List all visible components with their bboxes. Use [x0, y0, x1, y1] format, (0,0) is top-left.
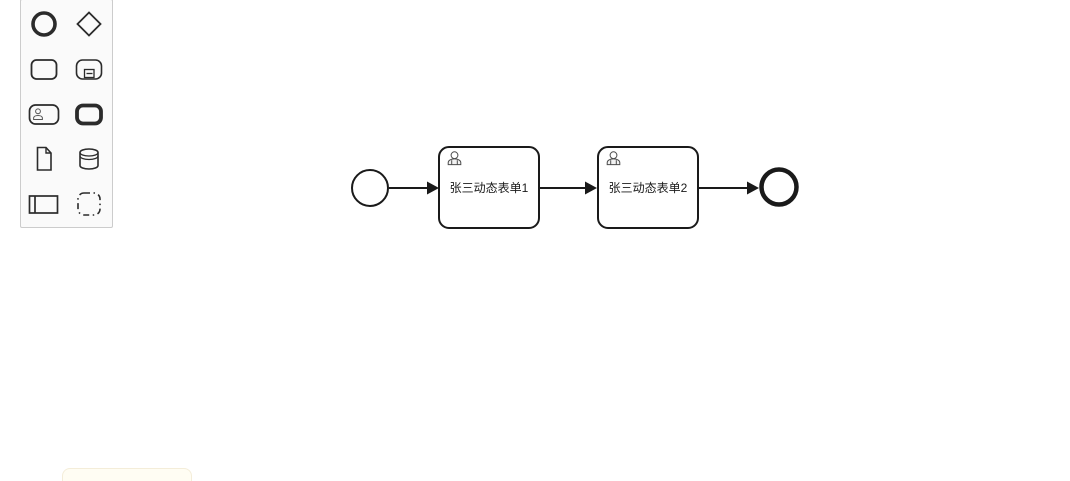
sequence-flow-1[interactable]: [389, 181, 439, 195]
end-event-shape[interactable]: [759, 167, 799, 207]
circle-bold-icon: [30, 10, 57, 37]
arrowhead-icon: [427, 181, 439, 195]
arrowhead-icon: [585, 181, 597, 195]
diamond-icon: [76, 10, 103, 37]
bottom-left-partial-element: [62, 468, 192, 481]
thick-rounded-rect-icon: [75, 103, 104, 125]
palette-create-start-event[interactable]: [23, 3, 65, 45]
user-task-icon: [447, 151, 462, 166]
rounded-rect-icon: [30, 58, 58, 80]
palette-create-user-task[interactable]: [23, 93, 65, 135]
start-event-shape[interactable]: [351, 169, 389, 207]
palette-create-data-object[interactable]: [23, 138, 65, 180]
user-task-1-shape[interactable]: 张三动态表单1: [438, 146, 540, 229]
pool-icon: [28, 194, 59, 214]
palette-create-participant[interactable]: [23, 183, 65, 225]
palette-create-gateway[interactable]: [68, 3, 110, 45]
tool-palette: [20, 0, 113, 228]
palette-create-data-store[interactable]: [68, 138, 110, 180]
user-task-2-shape[interactable]: 张三动态表单2: [597, 146, 699, 229]
sequence-flow-3[interactable]: [698, 181, 759, 195]
palette-create-task[interactable]: [23, 48, 65, 90]
rounded-rect-collapsed-marker-icon: [75, 58, 103, 80]
user-task-2-label: 张三动态表单2: [609, 181, 688, 195]
palette-create-group[interactable]: [68, 183, 110, 225]
arrowhead-icon: [747, 181, 759, 195]
palette-create-subprocess[interactable]: [68, 48, 110, 90]
document-icon: [36, 146, 52, 171]
user-task-1-label: 张三动态表单1: [450, 181, 529, 195]
user-task-icon: [606, 151, 621, 166]
cylinder-icon: [79, 147, 100, 170]
dash-dot-rect-icon: [77, 191, 102, 216]
person-in-rect-icon: [28, 103, 60, 125]
sequence-flow-2[interactable]: [539, 181, 597, 195]
palette-create-call-activity[interactable]: [68, 93, 110, 135]
